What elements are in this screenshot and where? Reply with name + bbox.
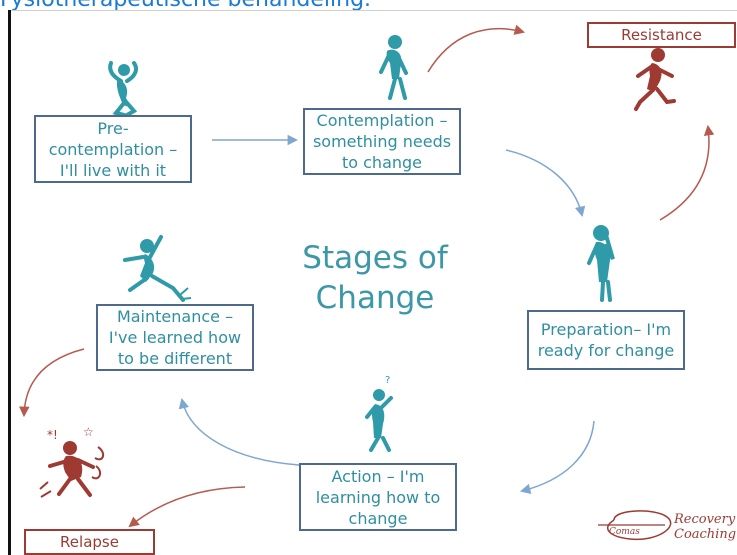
svg-text:☆: ☆	[83, 425, 94, 439]
slide-left-border	[8, 10, 11, 555]
angry-person-icon: *! ☆	[39, 425, 105, 498]
comas-logo: Comas	[598, 510, 672, 541]
center-title: Stages of Change	[302, 240, 448, 316]
logo-line-recovery: Recovery	[674, 512, 736, 527]
arrow-action-to-relapse	[128, 486, 246, 528]
dancing-person-icon	[123, 235, 192, 302]
bent-over-person-icon	[379, 35, 408, 100]
svg-text:?: ?	[385, 375, 390, 386]
stage-contemplation: Contemplation – something needs to chang…	[303, 108, 461, 175]
arrow-contemplation-to-resistance	[427, 24, 526, 73]
svg-text:*!: *!	[47, 428, 58, 442]
arrow-preparation-to-resistance	[659, 124, 715, 221]
arrow-contemplation-to-preparation	[505, 149, 586, 218]
recovery-coaching-logo-text: Recovery Coaching	[674, 512, 736, 542]
questioning-person-icon: ?	[365, 375, 393, 452]
comas-logo-circle-text: Comas	[609, 527, 640, 537]
arrow-action-to-maintenance	[178, 397, 300, 466]
page-title: Fysiotherapeutische behandeling.	[0, 0, 371, 12]
stage-maintenance: Maintenance – I've learned how to be dif…	[96, 304, 254, 371]
arrow-maintenance-to-relapse	[19, 348, 85, 418]
running-person-icon	[634, 48, 676, 111]
arrow-preparation-to-action	[519, 420, 595, 495]
outcome-resistance: Resistance	[587, 22, 736, 48]
stage-precontemplation: Pre-contemplation – I'll live with it	[34, 115, 192, 183]
outcome-relapse: Relapse	[24, 529, 155, 555]
thinking-person-icon	[587, 225, 615, 302]
stage-preparation: Preparation– I'm ready for change	[527, 310, 685, 370]
slide-top-border	[8, 10, 737, 11]
red-outcome-arrows	[19, 24, 715, 528]
worried-person-icon	[108, 61, 138, 117]
stage-action: Action – I'm learning how to change	[299, 463, 457, 531]
blue-cycle-arrows	[178, 134, 595, 495]
logo-line-coaching: Coaching	[674, 527, 737, 542]
